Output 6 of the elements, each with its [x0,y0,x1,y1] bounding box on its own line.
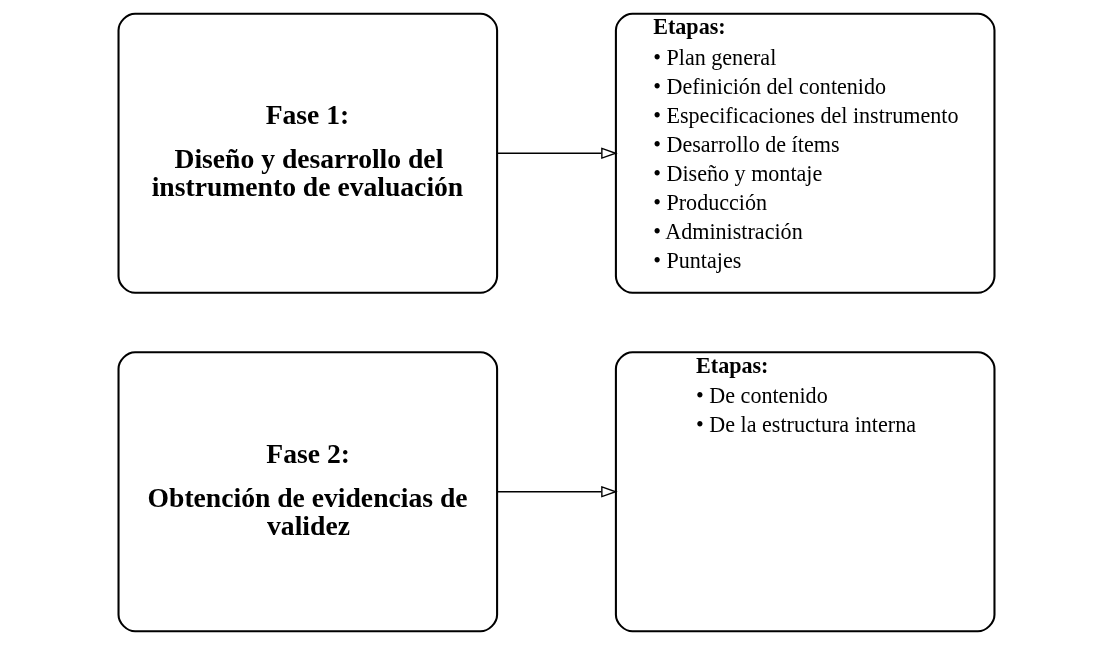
node-box: Etapas: • Plan general • Definición del contenido • Especificaciones del instrumento • Desarrollo de ítems • Diseño y montaje • Producción • Administración • Puntajes [614,12,995,294]
arrow [496,485,618,498]
arrow [496,147,618,160]
node-box: Etapas: • De contenido • De la estructura interna [614,351,995,633]
node-box: Fase 2: Obtención de evidencias de validez [117,351,498,633]
node-box: Fase 1: Diseño y desarrollo del instrumento de evaluación [117,12,498,294]
